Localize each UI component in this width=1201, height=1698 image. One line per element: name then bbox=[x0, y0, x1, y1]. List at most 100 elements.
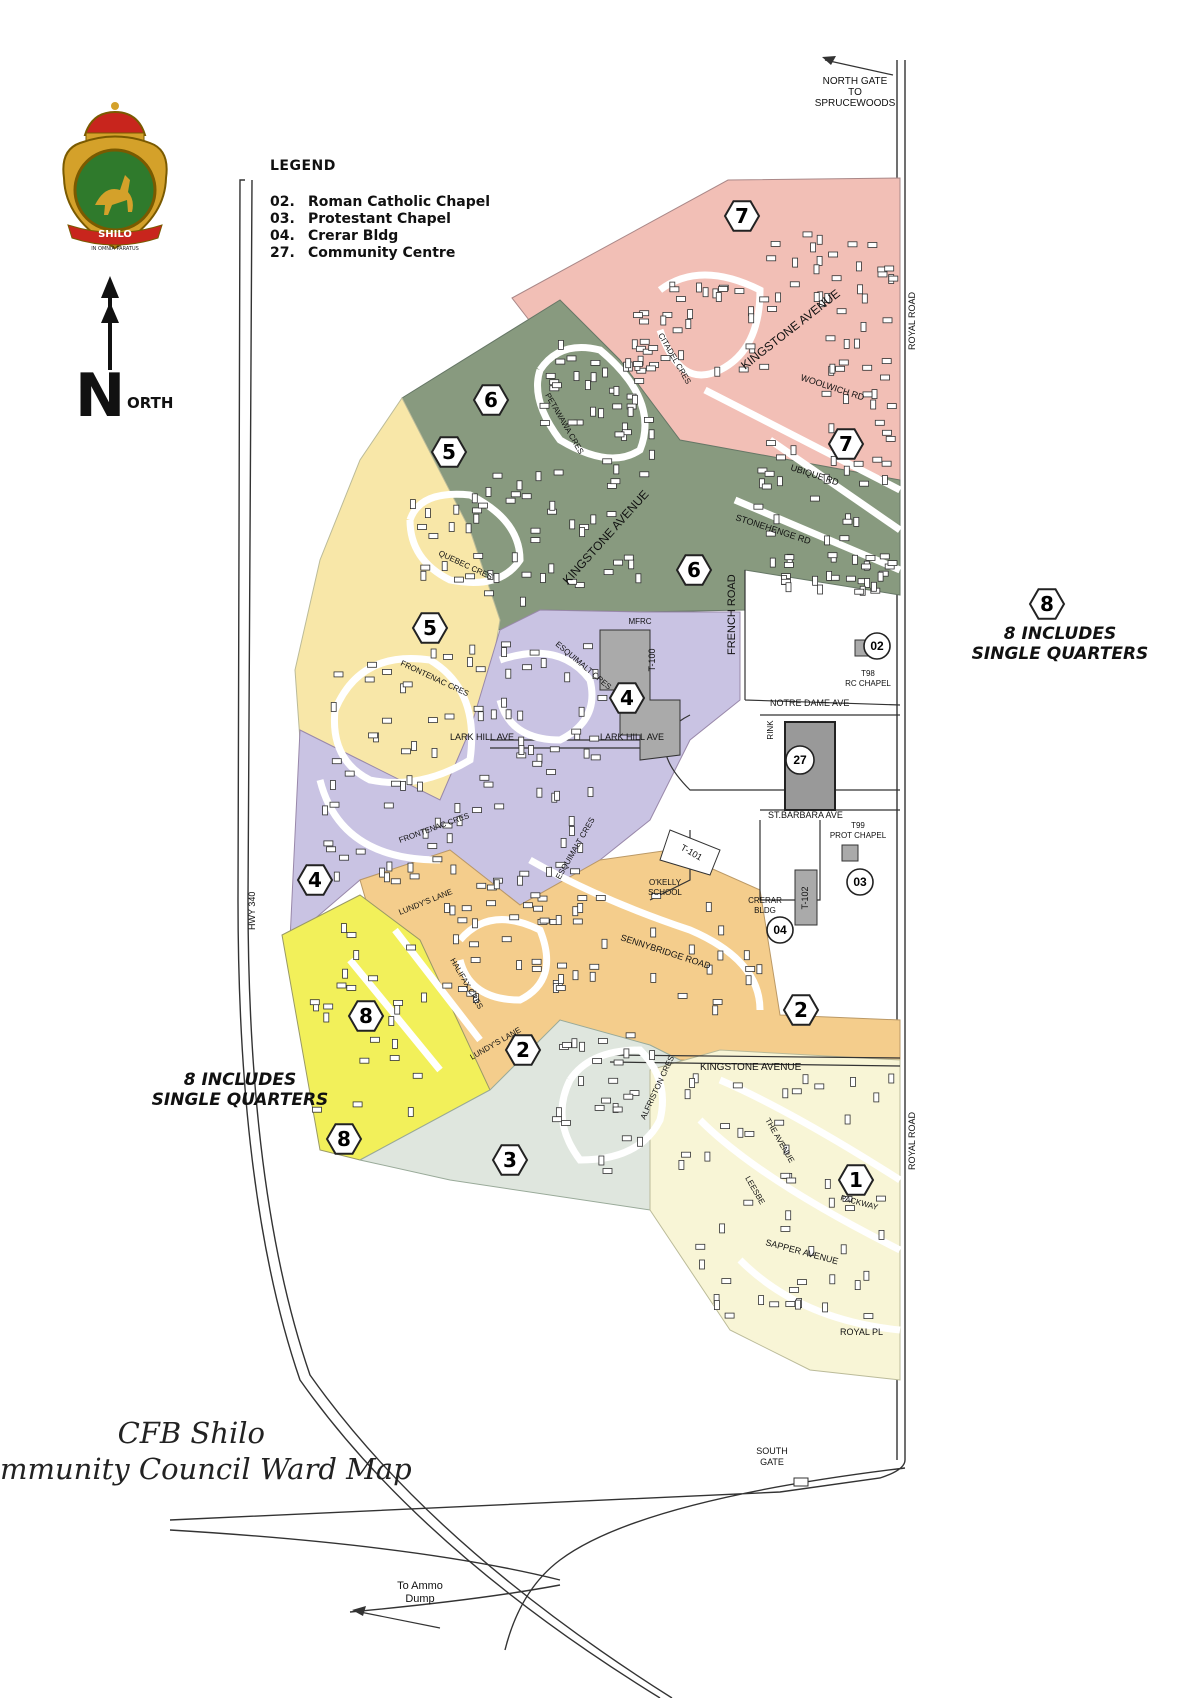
house-block bbox=[333, 671, 344, 678]
house-block bbox=[876, 1195, 886, 1202]
house-block bbox=[329, 780, 336, 790]
house-block bbox=[603, 569, 614, 575]
house-block bbox=[846, 575, 856, 582]
house-block bbox=[828, 423, 835, 434]
ward-1-marker bbox=[837, 1164, 875, 1196]
house-block bbox=[477, 711, 484, 722]
house-block bbox=[877, 571, 884, 582]
house-block bbox=[523, 902, 533, 909]
house-block bbox=[589, 735, 600, 742]
house-block bbox=[368, 732, 378, 739]
house-block bbox=[745, 343, 756, 350]
house-block bbox=[719, 1223, 725, 1234]
house-block bbox=[649, 449, 655, 460]
label-t100: T-100 bbox=[647, 648, 657, 671]
house-block bbox=[861, 563, 871, 570]
house-block bbox=[629, 1090, 640, 1096]
house-block bbox=[845, 1205, 855, 1211]
cfb-shilo-crest: SHILO IN OMNIA PARATUS bbox=[62, 102, 168, 252]
house-block bbox=[797, 1279, 807, 1285]
house-block bbox=[887, 560, 898, 566]
label-notre-dame: NOTRE DAME AVE bbox=[770, 698, 849, 708]
house-block bbox=[704, 1151, 711, 1162]
house-block bbox=[476, 882, 487, 889]
house-block bbox=[789, 281, 800, 288]
house-block bbox=[882, 475, 888, 485]
house-block bbox=[601, 938, 608, 949]
house-block bbox=[687, 309, 693, 320]
house-block bbox=[612, 1106, 623, 1113]
house-block bbox=[560, 838, 567, 848]
house-block bbox=[412, 1072, 423, 1079]
house-block bbox=[567, 419, 578, 426]
house-block bbox=[579, 527, 585, 537]
house-block bbox=[339, 854, 350, 861]
house-block bbox=[407, 862, 414, 873]
house-block bbox=[757, 467, 768, 474]
house-block bbox=[553, 469, 564, 476]
house-block bbox=[812, 575, 818, 586]
house-block bbox=[743, 1199, 754, 1206]
house-block bbox=[533, 905, 543, 912]
legend: LEGEND 02.Roman Catholic Chapel 03.Prote… bbox=[270, 158, 490, 262]
house-block bbox=[579, 1041, 585, 1052]
ammo-road bbox=[169, 1529, 561, 1613]
label-okelly-a: O'KELLY bbox=[649, 878, 682, 887]
house-block bbox=[824, 535, 830, 546]
house-block bbox=[648, 429, 655, 440]
house-block bbox=[753, 503, 764, 510]
house-block bbox=[598, 408, 604, 419]
house-block bbox=[364, 676, 375, 683]
house-block bbox=[867, 242, 878, 248]
house-block bbox=[748, 313, 755, 324]
house-block bbox=[456, 816, 463, 827]
house-block bbox=[555, 358, 566, 365]
road-curves bbox=[316, 271, 902, 1334]
house-block bbox=[590, 359, 601, 366]
house-block bbox=[636, 345, 646, 352]
house-block bbox=[386, 861, 393, 872]
house-block bbox=[688, 944, 695, 955]
ward-5-number: 5 bbox=[442, 440, 456, 464]
house-block bbox=[444, 713, 455, 720]
house-block bbox=[475, 666, 486, 673]
house-block bbox=[623, 1093, 634, 1100]
house-block bbox=[478, 502, 488, 509]
house-block bbox=[874, 419, 885, 426]
house-block bbox=[569, 519, 576, 530]
ammo-arrow bbox=[359, 1611, 441, 1629]
house-block bbox=[758, 1295, 764, 1305]
legend-item: 04.Crerar Bldg bbox=[270, 228, 399, 244]
house-block bbox=[530, 537, 541, 543]
house-block bbox=[724, 1312, 735, 1319]
house-block bbox=[859, 480, 869, 487]
house-block bbox=[552, 382, 562, 389]
single-quarters-note-left: 8 INCLUDES SINGLE QUARTERS bbox=[151, 1070, 329, 1110]
house-block bbox=[681, 1151, 691, 1158]
house-block bbox=[814, 1083, 825, 1090]
house-block bbox=[639, 471, 650, 478]
house-block bbox=[472, 807, 482, 813]
house-blocks bbox=[309, 231, 899, 1319]
label-t98-b: RC CHAPEL bbox=[845, 679, 891, 688]
t99-building bbox=[841, 844, 859, 862]
house-block bbox=[453, 576, 464, 583]
house-block bbox=[831, 275, 842, 282]
house-block bbox=[810, 495, 820, 502]
house-block bbox=[510, 491, 521, 498]
house-block bbox=[650, 927, 657, 938]
label-royal-pl: ROYAL PL bbox=[840, 1327, 883, 1337]
circle-04: 04 bbox=[773, 923, 787, 937]
house-block bbox=[454, 803, 461, 813]
house-block bbox=[662, 311, 673, 318]
house-block bbox=[585, 380, 591, 391]
house-block bbox=[531, 958, 542, 965]
house-block bbox=[566, 355, 577, 362]
house-block bbox=[886, 403, 897, 410]
ward-1-number: 1 bbox=[849, 1168, 863, 1192]
house-block bbox=[577, 903, 584, 913]
house-block bbox=[843, 338, 850, 349]
house-block bbox=[518, 736, 525, 747]
